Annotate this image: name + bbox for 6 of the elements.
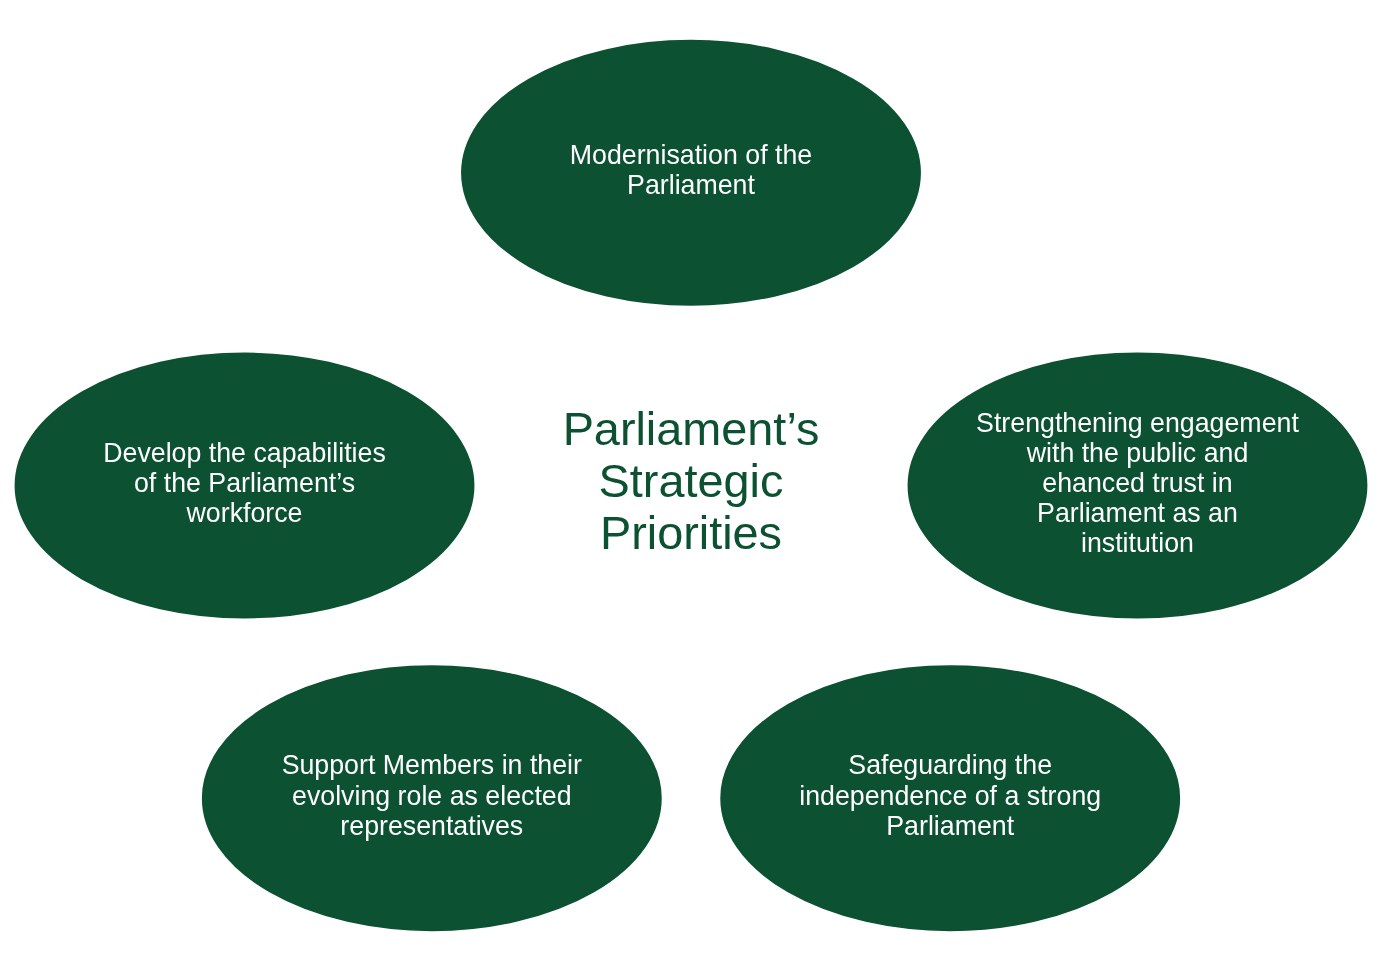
node-ellipse: Support Members in their evolving role as elected representatives — [201, 665, 662, 932]
node-ellipse: Modernisation of the Parliament — [461, 39, 921, 306]
node-ellipse: Safeguarding the independence of a strong Parliament — [720, 665, 1181, 932]
node-ellipse: Develop the capabilities of the Parliament’s workforce — [14, 352, 475, 619]
node-ellipse: Strengthening engagement with the public and ehanced trust in Parliament as an institution — [907, 352, 1368, 619]
label: Parliament’s Strategic Priorities — [562, 403, 820, 559]
